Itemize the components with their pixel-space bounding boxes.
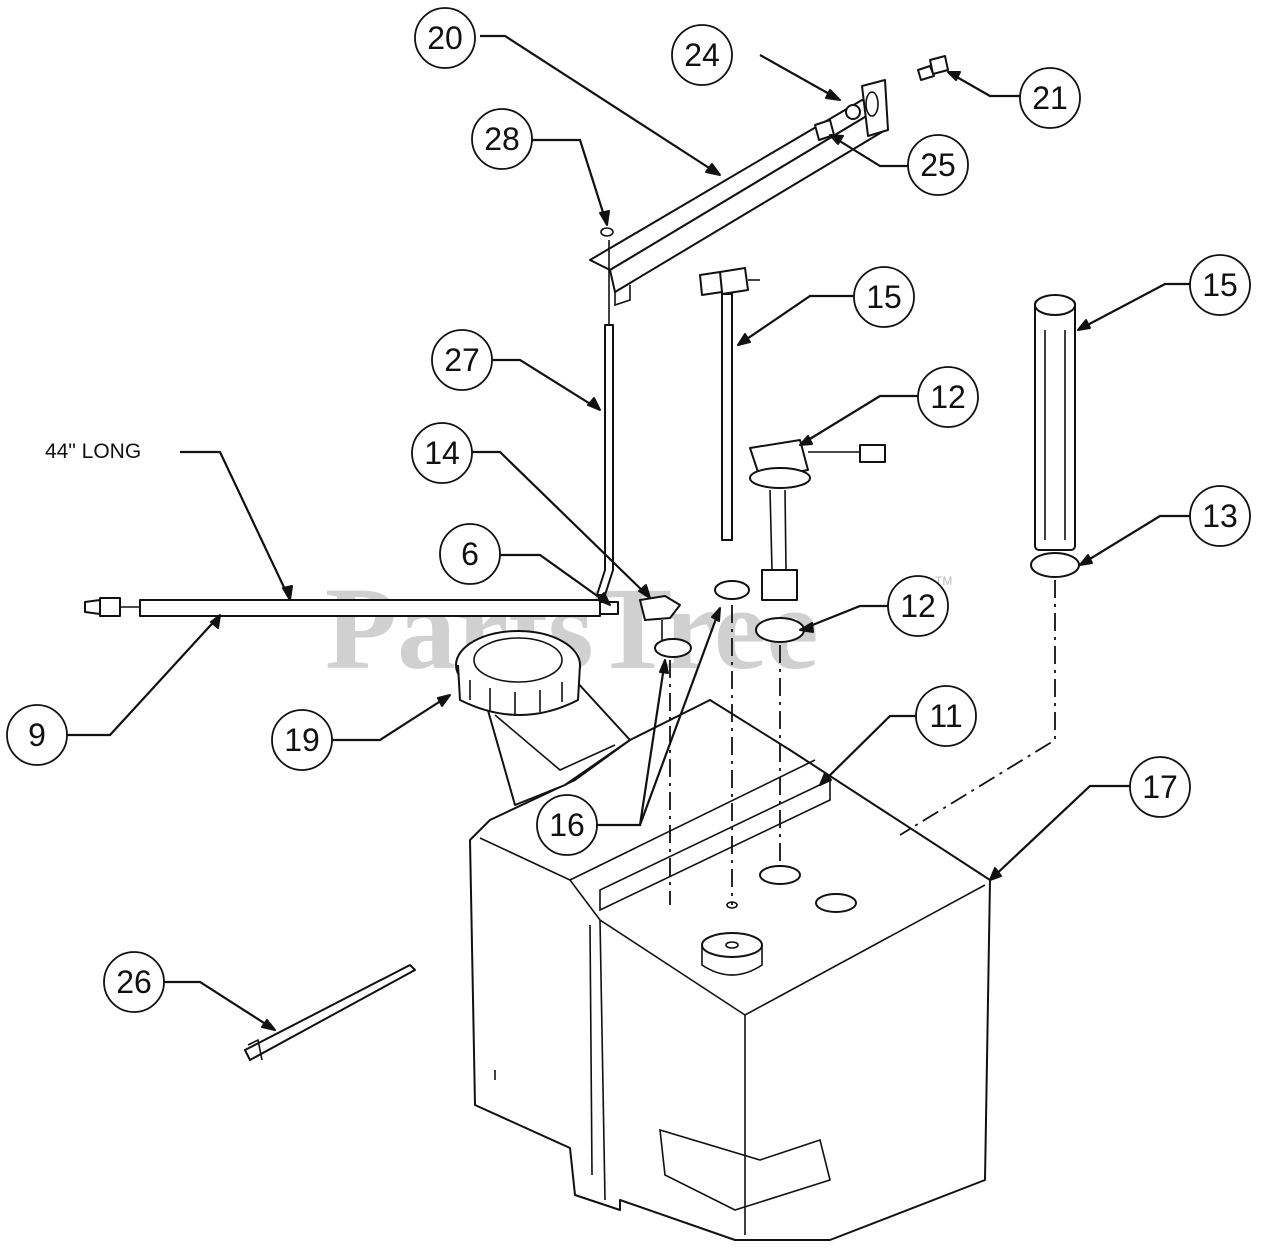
callout-19: 19 bbox=[271, 709, 333, 771]
callout-label: 20 bbox=[427, 20, 463, 56]
fuel-sender bbox=[749, 439, 886, 643]
fuel-gauge bbox=[1030, 294, 1080, 578]
fuel-tank bbox=[469, 699, 991, 1241]
callout-24: 24 bbox=[671, 24, 733, 86]
callout-26: 26 bbox=[103, 951, 165, 1013]
callout-20: 20 bbox=[414, 7, 476, 69]
callout-17: 17 bbox=[1129, 756, 1191, 818]
callout-12-bottom: 12 bbox=[887, 575, 949, 637]
callout-12-top: 12 bbox=[917, 366, 979, 428]
callout-16: 16 bbox=[536, 794, 598, 856]
callout-label: 15 bbox=[1202, 267, 1238, 303]
callout-6: 6 bbox=[439, 523, 501, 585]
fuel-line bbox=[84, 595, 681, 640]
callout-label: 24 bbox=[684, 37, 720, 73]
callout-label: 21 bbox=[1032, 80, 1068, 116]
pickup-tube bbox=[699, 267, 760, 541]
callout-15-left: 15 bbox=[853, 266, 915, 328]
tie-strap bbox=[244, 964, 416, 1061]
callout-label: 12 bbox=[930, 379, 966, 415]
callout-label: 17 bbox=[1142, 769, 1178, 805]
callout-label: 15 bbox=[866, 279, 902, 315]
callout-9: 9 bbox=[6, 704, 68, 766]
grommet bbox=[654, 638, 692, 658]
callout-13: 13 bbox=[1189, 485, 1251, 547]
callout-label: 12 bbox=[900, 588, 936, 624]
callout-label: 16 bbox=[549, 807, 585, 843]
callout-label: 28 bbox=[484, 121, 520, 157]
bracket bbox=[589, 79, 889, 307]
callout-27: 27 bbox=[431, 329, 493, 391]
callout-label: 27 bbox=[444, 342, 480, 378]
callout-28: 28 bbox=[471, 108, 533, 170]
callout-label: 25 bbox=[920, 147, 956, 183]
fuel-cap bbox=[455, 630, 631, 806]
callout-label: 26 bbox=[116, 964, 152, 1000]
callout-21: 21 bbox=[1019, 67, 1081, 129]
grommet bbox=[714, 580, 750, 600]
callout-label: 11 bbox=[929, 698, 962, 734]
bolt bbox=[917, 55, 949, 81]
length-note: 44" LONG bbox=[45, 440, 141, 463]
callout-label: 6 bbox=[461, 536, 479, 572]
callout-11: 11 bbox=[915, 685, 977, 747]
callout-label: 9 bbox=[28, 717, 46, 753]
callout-14: 14 bbox=[411, 422, 473, 484]
callout-25: 25 bbox=[907, 134, 969, 196]
callout-label: 13 bbox=[1202, 498, 1238, 534]
callout-label: 14 bbox=[424, 435, 460, 471]
callout-label: 19 bbox=[284, 722, 320, 758]
callout-15-right: 15 bbox=[1189, 254, 1251, 316]
